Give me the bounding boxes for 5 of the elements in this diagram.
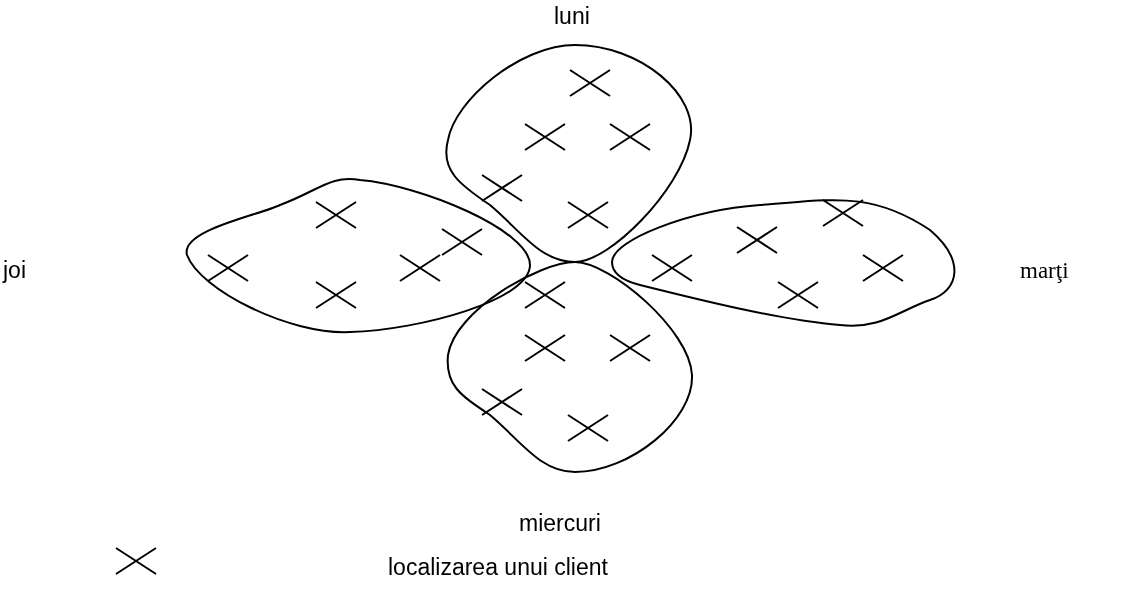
day-label: miercuri — [519, 512, 601, 535]
day-label: joi — [3, 259, 26, 282]
day-label: luni — [554, 5, 590, 28]
legend-text: localizarea unui client — [388, 556, 608, 579]
day-label: marţi — [1020, 259, 1069, 282]
